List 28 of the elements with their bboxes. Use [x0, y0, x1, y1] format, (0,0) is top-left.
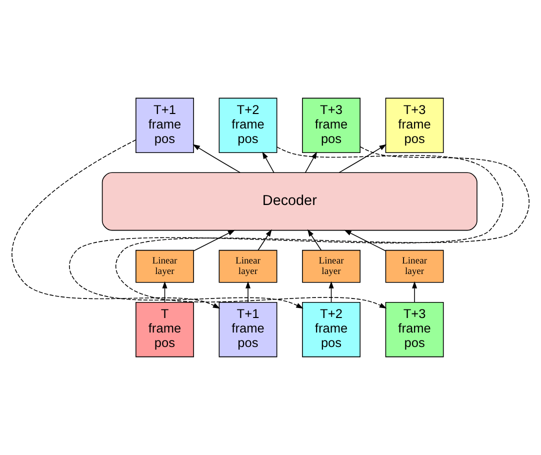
- arrow: [344, 230, 386, 252]
- node-box: T+1 frame pos: [136, 98, 194, 154]
- node-box: Linear layer: [385, 250, 444, 283]
- arrow: [115, 146, 530, 309]
- arrow: [338, 144, 387, 173]
- node-box: T+3 frame pos: [385, 302, 444, 358]
- arrow: [69, 146, 504, 309]
- node-box: T+3 frame pos: [302, 98, 360, 154]
- arrow: [412, 281, 418, 303]
- arrow: [193, 230, 236, 252]
- node-box: T+3 frame pos: [385, 98, 444, 154]
- node-box: T+2 frame pos: [302, 302, 360, 358]
- arrow: [262, 152, 274, 173]
- arrow: [304, 152, 318, 173]
- node-box: T frame pos: [136, 302, 194, 358]
- node-box: Decoder: [102, 172, 478, 231]
- arrow: [162, 281, 168, 303]
- node-box: Linear layer: [136, 250, 194, 283]
- arrow: [258, 229, 272, 251]
- node-box: Linear layer: [218, 250, 278, 283]
- node-box: T+1 frame pos: [218, 302, 278, 358]
- arrow: [307, 229, 322, 251]
- node-box: Linear layer: [302, 250, 360, 283]
- arrow: [12, 139, 220, 309]
- arrow: [192, 144, 241, 173]
- node-box: T+2 frame pos: [218, 98, 278, 154]
- arrow: [245, 281, 251, 303]
- arrow: [328, 281, 334, 303]
